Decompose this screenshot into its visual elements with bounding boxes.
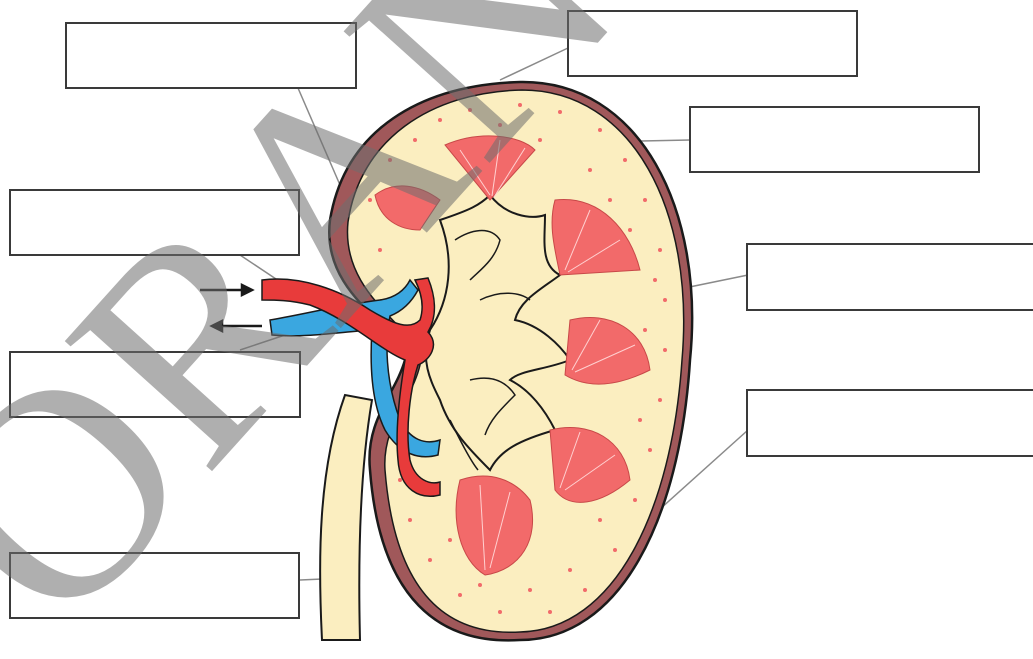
label-box-right-upper [690,107,979,172]
label-box-right-middle [747,244,1033,310]
label-box-right-lower [747,390,1033,456]
